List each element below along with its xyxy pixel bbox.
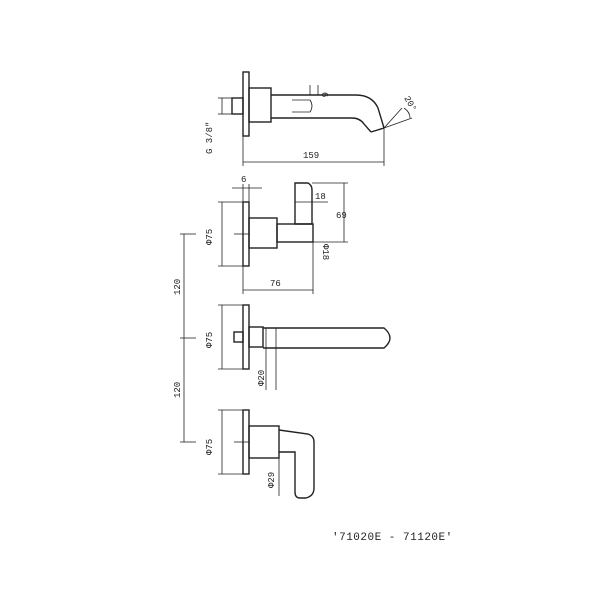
spacing-upper-label: 120 [173, 279, 183, 295]
spacing-lower-label: 120 [173, 382, 183, 398]
spout-wall-plate [242, 71, 250, 137]
upper-handle-plate-depth-label: 6 [241, 175, 246, 185]
middle-spout-diameter-label: Φ20 [257, 370, 267, 386]
upper-handle-lever [294, 182, 313, 225]
upper-handle-view: 6 18 69 Φ18 Φ75 76 [205, 175, 348, 294]
middle-spout-view: Φ75 Φ20 [205, 304, 391, 390]
middle-spout-connector [233, 331, 244, 343]
spacing-dimensions: 120 120 [173, 233, 196, 443]
lower-handle-view: Φ75 Φ29 [205, 409, 315, 499]
middle-spout-plate-label: Φ75 [205, 332, 215, 348]
upper-handle-lever-width-label: 18 [315, 192, 326, 202]
lower-handle-plate-label: Φ75 [205, 439, 215, 455]
spout-inner-detail [292, 99, 313, 113]
lower-handle-lever [278, 429, 315, 499]
spout-pipe-bottom [271, 117, 372, 133]
spout-depth-label: 6 [319, 92, 329, 97]
lower-handle-body [248, 425, 280, 459]
spout-side-view: 6 20° G 3/8" 159 [205, 71, 418, 166]
spout-thread-label: G 3/8" [205, 122, 215, 154]
upper-handle-stem [276, 223, 314, 243]
spout-angle-label: 20° [401, 95, 418, 114]
middle-spout-pipe [263, 327, 391, 349]
spout-rear-connector [231, 97, 244, 115]
spout-base-body [248, 87, 272, 123]
spout-length-label: 159 [303, 151, 319, 161]
upper-handle-lever-height-label: 69 [336, 211, 347, 221]
middle-spout-body [248, 326, 264, 348]
spout-pipe-top [271, 94, 385, 129]
upper-handle-body [248, 217, 278, 249]
upper-handle-stem-label: Φ18 [320, 244, 330, 260]
upper-handle-plate-label: Φ75 [205, 229, 215, 245]
lower-handle-diameter-label: Φ29 [267, 472, 277, 488]
middle-spout-wall-plate [242, 304, 250, 370]
model-codes: '71020E - 71120E' [332, 532, 453, 544]
upper-handle-reach-label: 76 [270, 279, 281, 289]
spout-outlet [370, 127, 385, 133]
